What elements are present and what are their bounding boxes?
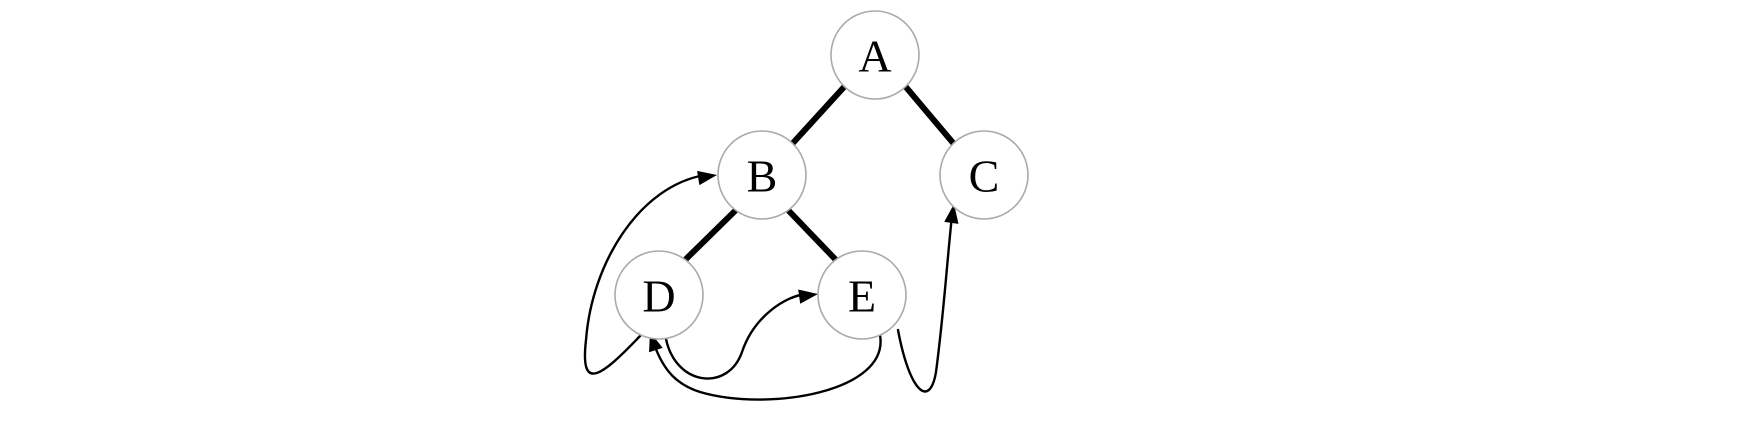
arrowhead-d-to-e-icon <box>798 289 818 304</box>
node-e[interactable]: E <box>817 250 907 340</box>
node-d[interactable]: D <box>614 250 704 340</box>
edge-b-e <box>786 208 838 262</box>
edge-d-to-b-curve <box>583 173 707 375</box>
node-b-circle[interactable] <box>717 130 807 220</box>
edge-e-to-d-curve <box>652 333 882 401</box>
curved-edges-layer <box>583 173 954 401</box>
edge-e-to-c-curve <box>896 214 954 393</box>
node-e-label: E <box>848 271 876 322</box>
arrowheads-layer <box>649 170 959 353</box>
node-b-label: B <box>747 151 778 202</box>
node-b[interactable]: B <box>717 130 807 220</box>
solid-edges-layer <box>683 84 956 262</box>
edge-a-c <box>903 84 956 146</box>
edge-a-b <box>790 84 847 146</box>
node-d-label: D <box>642 271 675 322</box>
node-a[interactable]: A <box>830 10 920 100</box>
node-a-label: A <box>858 31 891 82</box>
node-e-circle[interactable] <box>817 250 907 340</box>
edge-b-d <box>683 208 738 262</box>
edge-d-to-e-curve <box>664 292 808 380</box>
node-a-circle[interactable] <box>830 10 920 100</box>
node-c-circle[interactable] <box>939 130 1029 220</box>
node-c[interactable]: C <box>939 130 1029 220</box>
node-d-circle[interactable] <box>614 250 704 340</box>
node-c-label: C <box>969 151 1000 202</box>
arrowhead-d-to-b-icon <box>697 170 717 186</box>
nodes-layer: A B C D E <box>614 10 1029 340</box>
